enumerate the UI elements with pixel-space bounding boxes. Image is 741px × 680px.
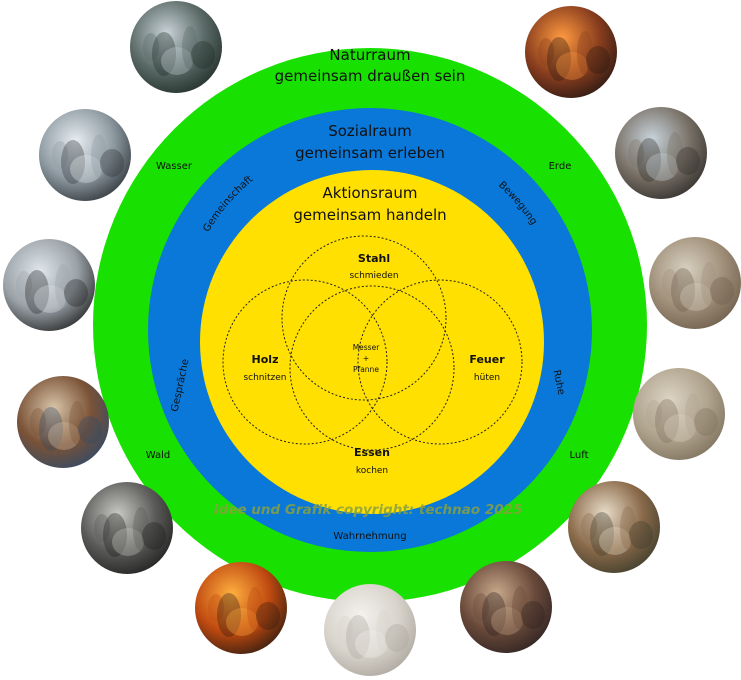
paper-folds-photo-detail	[337, 609, 409, 659]
clay-imprint-photo	[633, 368, 725, 460]
clay-lump-photo-detail	[662, 262, 734, 312]
center-label-line-1: Messer	[353, 343, 381, 352]
center-label-line-3: Pfanne	[353, 365, 379, 374]
campfire-cooking-photo-detail	[208, 587, 280, 637]
wooden-frame-photo-detail	[581, 506, 653, 556]
aktionsraum-subtitle: gemeinsam handeln	[293, 206, 446, 224]
activity-essen-title: Essen	[354, 446, 390, 459]
clay-imprint-photo-detail	[646, 393, 718, 443]
element-label-luft: Luft	[570, 450, 589, 461]
forest-mist-photo	[130, 1, 222, 93]
forest-mist-photo-detail	[143, 26, 215, 76]
venn-group	[222, 235, 523, 451]
aktionsraum-circle	[200, 170, 544, 514]
forge-hammer-photo-detail	[538, 31, 610, 81]
activity-stahl-title: Stahl	[358, 252, 390, 265]
outdoor-workshop-photo	[460, 561, 552, 653]
forge-hammer-photo	[525, 6, 617, 98]
venn-circle-holz	[222, 279, 388, 445]
water-splash-photo-detail	[52, 134, 124, 184]
pine-trees-photo	[3, 239, 95, 331]
anvil-stump-photo	[615, 107, 707, 199]
venn-circle-feuer	[357, 279, 523, 445]
copyright-watermark: Idee und Grafik copyright: technao 2025	[214, 502, 523, 518]
aktionsraum-title: Aktionsraum	[323, 184, 418, 202]
activity-holz-title: Holz	[252, 353, 279, 366]
workbench-photo-detail	[94, 507, 166, 557]
paper-folds-photo	[324, 584, 416, 676]
wooden-frame-photo	[568, 481, 660, 573]
activity-stahl-verb: schmieden	[349, 271, 398, 281]
venn-circle-stahl	[281, 235, 447, 401]
activity-holz-verb: schnitzen	[243, 373, 286, 383]
water-splash-photo	[39, 109, 131, 201]
element-label-erde: Erde	[549, 161, 572, 172]
wood-carving-photo	[17, 376, 109, 468]
campfire-cooking-photo	[195, 562, 287, 654]
naturraum-subtitle: gemeinsam draußen sein	[275, 67, 466, 85]
social-label-wahrnehmung: Wahrnehmung	[333, 531, 406, 542]
outdoor-workshop-photo-detail	[473, 586, 545, 636]
naturraum-title: Naturraum	[329, 46, 410, 64]
sozialraum-subtitle: gemeinsam erleben	[295, 144, 445, 162]
wood-carving-photo-detail	[30, 401, 102, 451]
venn-circle-essen	[289, 285, 455, 451]
element-label-wald: Wald	[146, 450, 171, 461]
activity-feuer-verb: hüten	[474, 373, 500, 383]
anvil-stump-photo-detail	[628, 132, 700, 182]
element-label-wasser: Wasser	[156, 161, 193, 172]
workbench-photo	[81, 482, 173, 574]
clay-lump-photo	[649, 237, 741, 329]
sozialraum-title: Sozialraum	[328, 122, 412, 140]
photo-layer	[3, 1, 741, 676]
pine-trees-photo-detail	[16, 264, 88, 314]
activity-essen-verb: kochen	[356, 466, 388, 476]
center-label-line-2: +	[363, 354, 369, 363]
activity-feuer-title: Feuer	[469, 353, 505, 366]
social-label-ruhe: Ruhe	[550, 369, 566, 396]
